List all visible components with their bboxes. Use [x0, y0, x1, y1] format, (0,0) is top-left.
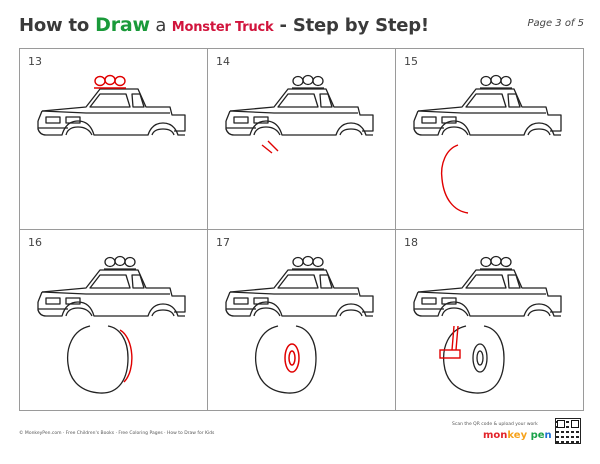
page-title: How to Draw a Monster Truck - Step by St… [19, 14, 429, 36]
qr-instruction: Scan the QR code & upload your work [452, 422, 538, 427]
step-number: 17 [216, 236, 230, 249]
title-subject: Monster Truck [171, 20, 274, 35]
footer-links: © MonkeyPen.com · Free Children's Books … [19, 431, 215, 436]
title-draw: Draw [95, 14, 150, 36]
step-15-drawing [413, 74, 562, 214]
step-cell-15: 15 [396, 49, 584, 230]
title-text-1: How to [19, 15, 96, 36]
step-16-drawing [37, 255, 186, 394]
step-14-drawing [225, 74, 374, 154]
step-number: 18 [404, 236, 418, 249]
step-17-drawing [225, 255, 374, 394]
step-cell-17: 17 [208, 230, 396, 411]
header: How to Draw a Monster Truck - Step by St… [19, 14, 584, 44]
logo-part-2: key [507, 430, 528, 441]
step-cell-18: 18 [396, 230, 584, 411]
step-cell-16: 16 [20, 230, 208, 411]
title-a: a [149, 15, 172, 36]
step-number: 15 [404, 55, 418, 68]
logo-part-3: pe [527, 430, 545, 441]
step-13-drawing [37, 74, 186, 136]
step-number: 16 [28, 236, 42, 249]
qr-code-icon[interactable] [555, 418, 581, 444]
step-number: 13 [28, 55, 42, 68]
step-18-drawing [413, 255, 562, 394]
page-number: Page 3 of 5 [527, 18, 584, 29]
logo-part-4: n [544, 430, 552, 441]
step-cell-14: 14 [208, 49, 396, 230]
steps-grid: 13 14 15 16 17 [19, 48, 584, 411]
title-text-2: - Step by Step! [273, 15, 430, 36]
step-cell-13: 13 [20, 49, 208, 230]
monkeypen-logo: monkey pen [483, 430, 552, 441]
logo-part-1: mon [483, 430, 508, 441]
step-number: 14 [216, 55, 230, 68]
